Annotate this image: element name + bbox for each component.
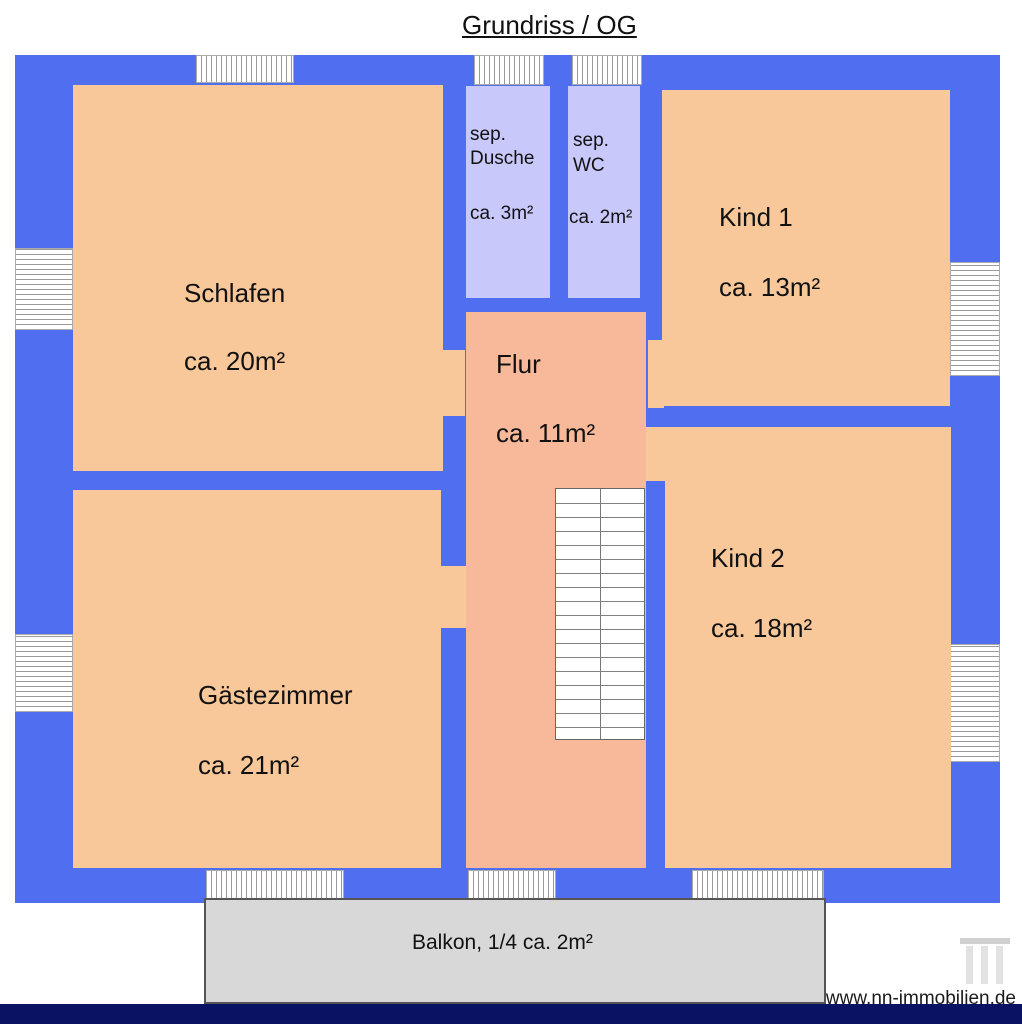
wc-name-line1: sep. [573, 130, 609, 151]
schlafen-name: Schlafen [184, 278, 286, 308]
wc-area: ca. 2m² [569, 207, 633, 228]
room-dusche [466, 86, 550, 298]
plan-title: Grundriss / OG [462, 10, 637, 40]
gaeste-name: Gästezimmer [198, 680, 353, 710]
room-gaeste [73, 490, 441, 868]
window-left-schlafen [15, 248, 73, 330]
window-top-wc [572, 55, 642, 85]
flur-area: ca. 11m² [496, 418, 596, 448]
balcony [204, 898, 826, 1004]
staircase [555, 488, 645, 740]
kind2-name: Kind 2 [711, 543, 785, 573]
kind1-area: ca. 13m² [719, 272, 821, 302]
dusche-name-line2: Dusche [470, 148, 535, 169]
room-gaeste-ext [440, 566, 466, 628]
dusche-area: ca. 3m² [470, 203, 534, 224]
schlafen-area: ca. 20m² [184, 346, 286, 376]
kind1-name: Kind 1 [719, 202, 793, 232]
room-kind2 [665, 427, 951, 868]
dusche-name-line1: sep. [470, 124, 506, 145]
room-kind1-ext [648, 340, 664, 408]
watermark-text: www.nn-immobilien.de [825, 988, 1016, 1009]
room-schlafen [73, 85, 443, 471]
window-right-kind2 [950, 644, 1000, 762]
gaeste-area: ca. 21m² [198, 750, 300, 780]
footer-bar [0, 1004, 1022, 1024]
room-wc [568, 86, 640, 298]
balcony-door-kind2 [692, 870, 824, 903]
window-top-dusche [474, 55, 544, 85]
balcony-label: Balkon, 1/4 ca. 2m² [412, 931, 593, 954]
wc-name-line2: WC [573, 155, 605, 176]
flur-name: Flur [496, 349, 541, 379]
balcony-door-gaeste [206, 870, 344, 903]
room-kind1 [662, 90, 950, 406]
room-schlafen-ext [443, 350, 465, 416]
window-right-kind1 [950, 262, 1000, 376]
room-kind2-ext [646, 427, 668, 481]
watermark-logo [960, 938, 1010, 984]
window-top-schlafen [196, 55, 294, 83]
window-left-gaeste [15, 634, 73, 712]
kind2-area: ca. 18m² [711, 613, 813, 643]
